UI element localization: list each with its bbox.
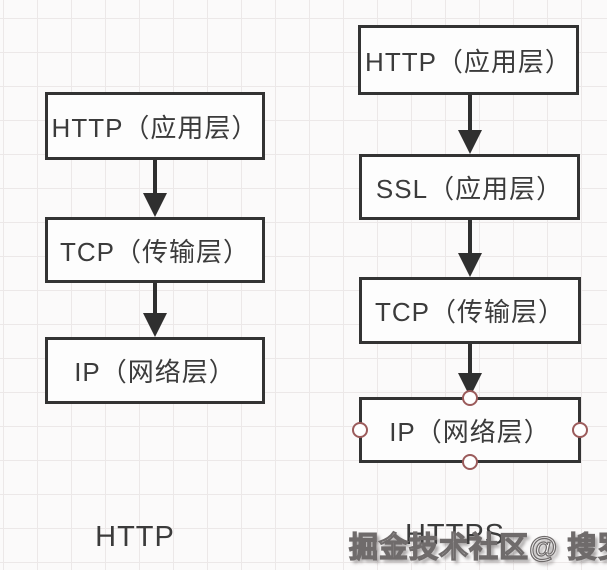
node-ip-network-layer-right-selected[interactable]: IP（网络层） <box>352 390 588 470</box>
node-label: SSL（应用层） <box>375 173 564 204</box>
watermark-text: 掘金技术社区@ 搜罗万相 <box>348 531 607 564</box>
arrow-shaft <box>468 95 472 130</box>
node-ssl-application-layer[interactable]: SSL（应用层） <box>359 154 580 220</box>
selection-handle-top[interactable] <box>462 390 478 406</box>
caption-https-stack: HTTPS <box>404 519 506 551</box>
arrow-head <box>458 253 482 277</box>
arrow-down-icon <box>458 95 482 154</box>
caption-http-stack: HTTP <box>95 521 175 553</box>
node-label: HTTP（应用层） <box>365 46 572 77</box>
arrow-shaft <box>468 220 472 253</box>
node-tcp-transport-layer-right[interactable]: TCP（传输层） <box>359 277 581 344</box>
node-label: HTTP（应用层） <box>51 112 259 143</box>
arrow-head <box>458 130 482 154</box>
node-label: IP（网络层） <box>74 357 236 387</box>
selection-handle-right[interactable] <box>572 422 588 438</box>
node-http-application-layer-left[interactable]: HTTP（应用层） <box>45 92 265 160</box>
selection-handle-left[interactable] <box>352 422 368 438</box>
arrow-head <box>143 313 167 337</box>
selection-handle-bottom[interactable] <box>462 454 478 470</box>
arrow-shaft <box>153 283 157 313</box>
node-label: TCP（传输层） <box>374 297 565 327</box>
node-ip-network-layer-left[interactable]: IP（网络层） <box>45 337 265 404</box>
node-label: IP（网络层） <box>389 416 551 447</box>
arrow-shaft <box>468 344 472 373</box>
node-http-application-layer-right[interactable]: HTTP（应用层） <box>358 25 579 95</box>
arrow-head <box>143 193 167 217</box>
arrow-down-icon <box>458 220 482 277</box>
node-tcp-transport-layer-left[interactable]: TCP（传输层） <box>45 217 265 283</box>
arrow-shaft <box>153 160 157 193</box>
node-label: TCP（传输层） <box>59 236 250 267</box>
arrow-down-icon <box>143 283 167 337</box>
arrow-down-icon <box>143 160 167 217</box>
